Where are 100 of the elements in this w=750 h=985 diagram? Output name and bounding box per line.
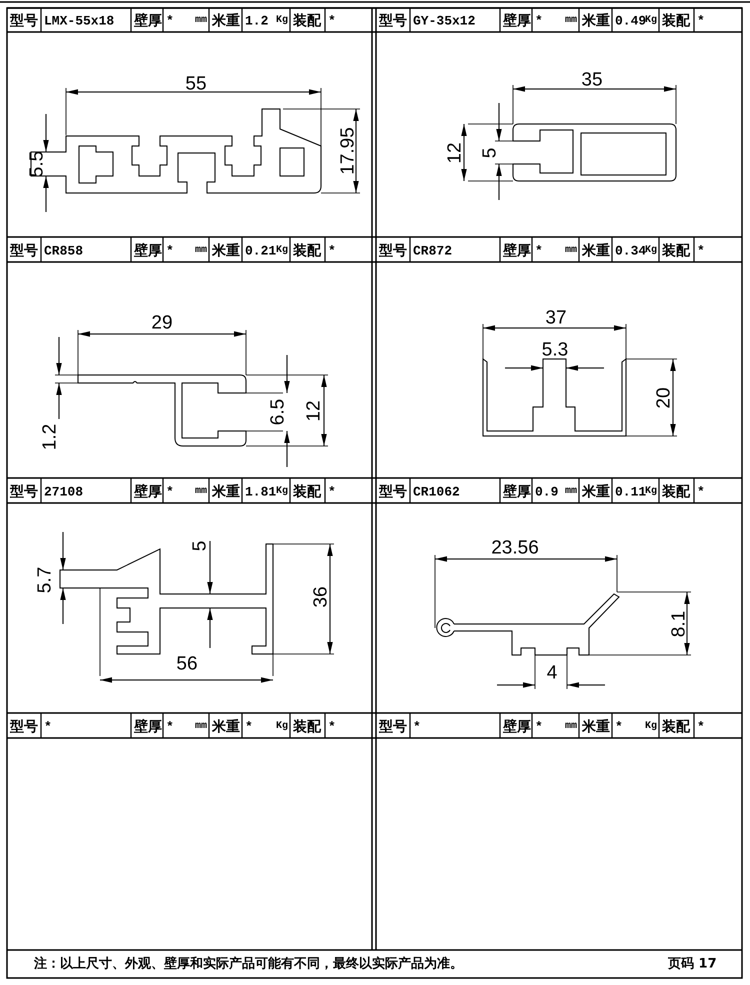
field-label: 装配 xyxy=(293,14,321,28)
field-value: * xyxy=(245,720,253,733)
unit-label: Kg xyxy=(276,16,288,26)
dimension-label: 20 xyxy=(654,387,674,409)
field-value: * xyxy=(328,720,336,733)
field-value: * xyxy=(697,14,705,28)
field-label: 型号 xyxy=(379,484,407,498)
dimension-label: 5 xyxy=(190,540,210,552)
unit-label: mm xyxy=(564,722,577,732)
field-label: 装配 xyxy=(293,720,321,734)
field-value: * xyxy=(535,244,543,257)
dimension-label: 37 xyxy=(545,308,567,328)
field-value: 0.21 xyxy=(245,244,276,257)
unit-label: mm xyxy=(194,486,207,496)
field-value: 0.49 xyxy=(615,14,646,28)
unit-label: mm xyxy=(564,16,577,26)
field-label: 装配 xyxy=(662,720,690,734)
field-label: 型号 xyxy=(10,244,38,258)
dimension-label: 1.2 xyxy=(40,424,60,450)
dimension-label: 4 xyxy=(546,664,558,682)
field-value: * xyxy=(615,720,623,733)
footnote: 注：以上尺寸、外观、壁厚和实际产品可能有不同，最终以实际产品为准。 xyxy=(34,958,463,970)
field-value: LMX-55x18 xyxy=(44,14,114,28)
field-value: CR858 xyxy=(44,244,84,257)
field-value: * xyxy=(535,720,543,733)
dimension-label: 8.1 xyxy=(670,610,688,638)
unit-label: Kg xyxy=(276,722,288,732)
dimension-label: 35 xyxy=(581,70,603,90)
field-label: 米重 xyxy=(212,484,240,498)
unit-label: Kg xyxy=(644,722,657,732)
field-label: 米重 xyxy=(212,14,240,28)
field-label: 型号 xyxy=(379,14,407,28)
field-label: 米重 xyxy=(212,244,240,258)
field-label: 型号 xyxy=(10,720,38,734)
dimension-label: 17.95 xyxy=(338,127,358,175)
field-value: GY-35x12 xyxy=(413,14,476,28)
field-value: * xyxy=(166,485,174,498)
field-value: CR1062 xyxy=(413,485,460,498)
field-value: * xyxy=(328,485,336,498)
unit-label: Kg xyxy=(276,246,288,256)
dimension-label: 29 xyxy=(151,314,173,332)
field-label: 装配 xyxy=(293,244,321,258)
field-label: 米重 xyxy=(582,484,610,498)
field-value: * xyxy=(697,485,705,498)
unit-label: mm xyxy=(564,246,577,256)
field-value: 27108 xyxy=(44,485,84,498)
dimension-label: 6.5 xyxy=(268,398,288,426)
field-value: 0.11 xyxy=(615,485,646,498)
field-value: * xyxy=(328,14,336,28)
dimension-label: 5.7 xyxy=(36,566,54,594)
dimension-label: 5.3 xyxy=(542,340,568,360)
field-value: * xyxy=(697,244,705,257)
field-value: * xyxy=(697,720,705,733)
field-label: 米重 xyxy=(582,720,610,734)
field-value: * xyxy=(535,14,543,28)
field-label: 壁厚 xyxy=(503,720,531,734)
field-label: 米重 xyxy=(212,720,240,734)
field-value: CR872 xyxy=(413,244,452,257)
field-label: 型号 xyxy=(10,14,38,28)
field-label: 壁厚 xyxy=(134,244,162,258)
dimension-label: 23.56 xyxy=(491,538,539,558)
field-value: * xyxy=(44,720,52,733)
field-value: 1.2 xyxy=(245,14,268,28)
field-label: 壁厚 xyxy=(134,484,162,498)
unit-label: mm xyxy=(194,246,207,256)
field-label: 壁厚 xyxy=(503,244,531,258)
field-label: 装配 xyxy=(293,484,321,498)
field-label: 壁厚 xyxy=(134,720,162,734)
field-value: * xyxy=(328,244,336,257)
unit-label: mm xyxy=(564,486,577,496)
field-label: 型号 xyxy=(10,484,38,498)
field-label: 米重 xyxy=(582,244,610,258)
unit-label: Kg xyxy=(644,486,657,496)
dimension-label: 12 xyxy=(304,400,324,422)
unit-label: Kg xyxy=(644,246,657,256)
field-value: * xyxy=(166,244,174,257)
field-value: * xyxy=(166,720,174,733)
field-label: 型号 xyxy=(379,244,407,258)
dimension-label: 56 xyxy=(176,654,198,674)
field-label: 型号 xyxy=(379,720,407,734)
field-label: 装配 xyxy=(662,484,690,498)
field-value: 0.34 xyxy=(615,244,646,257)
dimension-label: 5 xyxy=(480,148,500,158)
field-label: 米重 xyxy=(582,14,610,28)
unit-label: mm xyxy=(194,722,207,732)
field-label: 壁厚 xyxy=(503,484,531,498)
field-value: 1.81 xyxy=(245,485,276,498)
unit-label: Kg xyxy=(276,486,288,496)
dimension-label: 12 xyxy=(446,142,464,164)
unit-label: mm xyxy=(194,16,207,26)
field-value: * xyxy=(166,14,174,28)
unit-label: Kg xyxy=(644,16,657,26)
page-number: 页码 17 xyxy=(668,958,717,970)
field-value: * xyxy=(413,720,421,733)
field-label: 壁厚 xyxy=(134,14,162,28)
field-label: 装配 xyxy=(662,14,690,28)
dimension-label: 55 xyxy=(185,74,207,94)
field-label: 装配 xyxy=(662,244,690,258)
field-value: 0.9 xyxy=(535,485,558,498)
field-label: 壁厚 xyxy=(503,14,531,28)
